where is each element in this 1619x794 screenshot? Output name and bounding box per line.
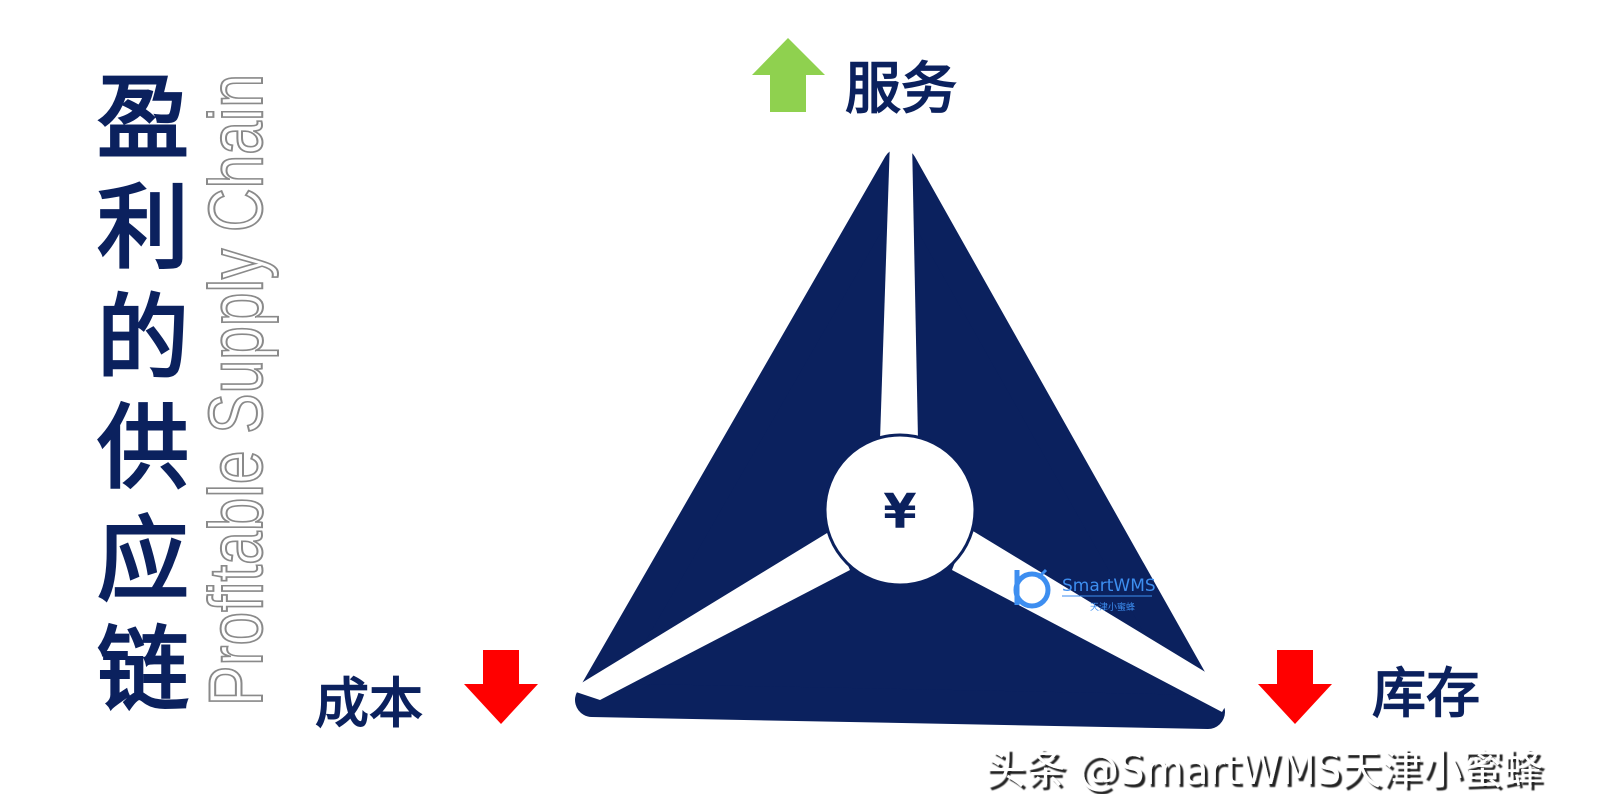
cost-label: 成本 <box>315 672 423 735</box>
arrow-up-icon <box>752 38 825 112</box>
title-char: 的 <box>97 285 189 392</box>
watermark: 头条 @SmartWMS天津小蜜蜂 <box>985 745 1543 794</box>
title-char: 盈 <box>97 65 189 172</box>
service-label: 服务 <box>845 57 957 122</box>
title-english: Profitable Supply Chain <box>194 74 279 706</box>
title-char: 链 <box>97 617 189 724</box>
yen-symbol: ¥ <box>883 484 916 540</box>
logo-subtitle: 天津小蜜蜂 <box>1090 601 1135 613</box>
title-char: 应 <box>97 507 189 614</box>
title-vertical-chinese: 盈 利 的 供 应 链 <box>97 65 189 724</box>
arrow-down-icon <box>464 650 538 724</box>
inventory-label: 库存 <box>1372 662 1480 725</box>
center-circle <box>823 433 977 587</box>
title-char: 供 <box>97 395 189 502</box>
title-char: 利 <box>97 175 189 282</box>
arrow-down-icon <box>1258 650 1332 724</box>
smartwms-logo: SmartWMS 天津小蜜蜂 <box>1013 568 1156 613</box>
logo-name: SmartWMS <box>1062 576 1156 596</box>
